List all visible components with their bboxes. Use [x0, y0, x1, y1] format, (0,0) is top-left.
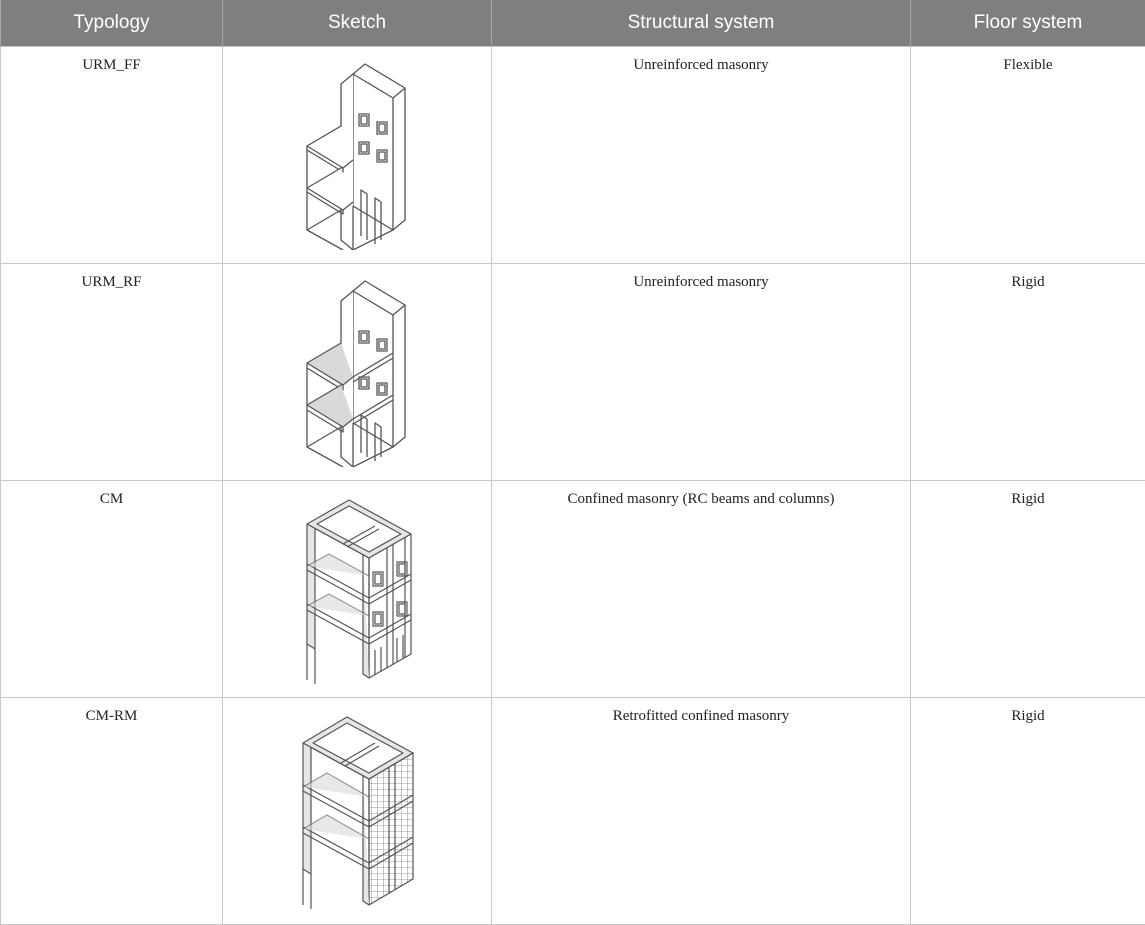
floor-system-cell: Rigid — [911, 698, 1145, 925]
table-row: CM — [1, 481, 1145, 698]
unreinforced-masonry-flexible-floor-sketch — [287, 60, 427, 250]
sketch-cell — [223, 47, 492, 264]
typology-cell: CM-RM — [1, 698, 223, 925]
header-floor-system: Floor system — [911, 0, 1145, 47]
header-sketch: Sketch — [223, 0, 492, 47]
typology-cell: URM_RF — [1, 264, 223, 481]
structural-system-cell: Retrofitted confined masonry — [492, 698, 911, 925]
sketch-cell — [223, 264, 492, 481]
table-row: URM_FF — [1, 47, 1145, 264]
table-row: CM-RM — [1, 698, 1145, 925]
table-row: URM_RF — [1, 264, 1145, 481]
floor-system-cell: Flexible — [911, 47, 1145, 264]
structural-system-cell: Unreinforced masonry — [492, 47, 911, 264]
retrofitted-confined-masonry-sketch — [287, 711, 427, 911]
header-typology: Typology — [1, 0, 223, 47]
header-structural-system: Structural system — [492, 0, 911, 47]
sketch-cell — [223, 481, 492, 698]
typology-cell: URM_FF — [1, 47, 223, 264]
unreinforced-masonry-rigid-floor-sketch — [287, 277, 427, 467]
floor-system-cell: Rigid — [911, 481, 1145, 698]
typology-cell: CM — [1, 481, 223, 698]
structural-system-cell: Confined masonry (RC beams and columns) — [492, 481, 911, 698]
header-row: Typology Sketch Structural system Floor … — [1, 0, 1145, 47]
structural-system-cell: Unreinforced masonry — [492, 264, 911, 481]
sketch-cell — [223, 698, 492, 925]
floor-system-cell: Rigid — [911, 264, 1145, 481]
confined-masonry-sketch — [287, 494, 427, 684]
